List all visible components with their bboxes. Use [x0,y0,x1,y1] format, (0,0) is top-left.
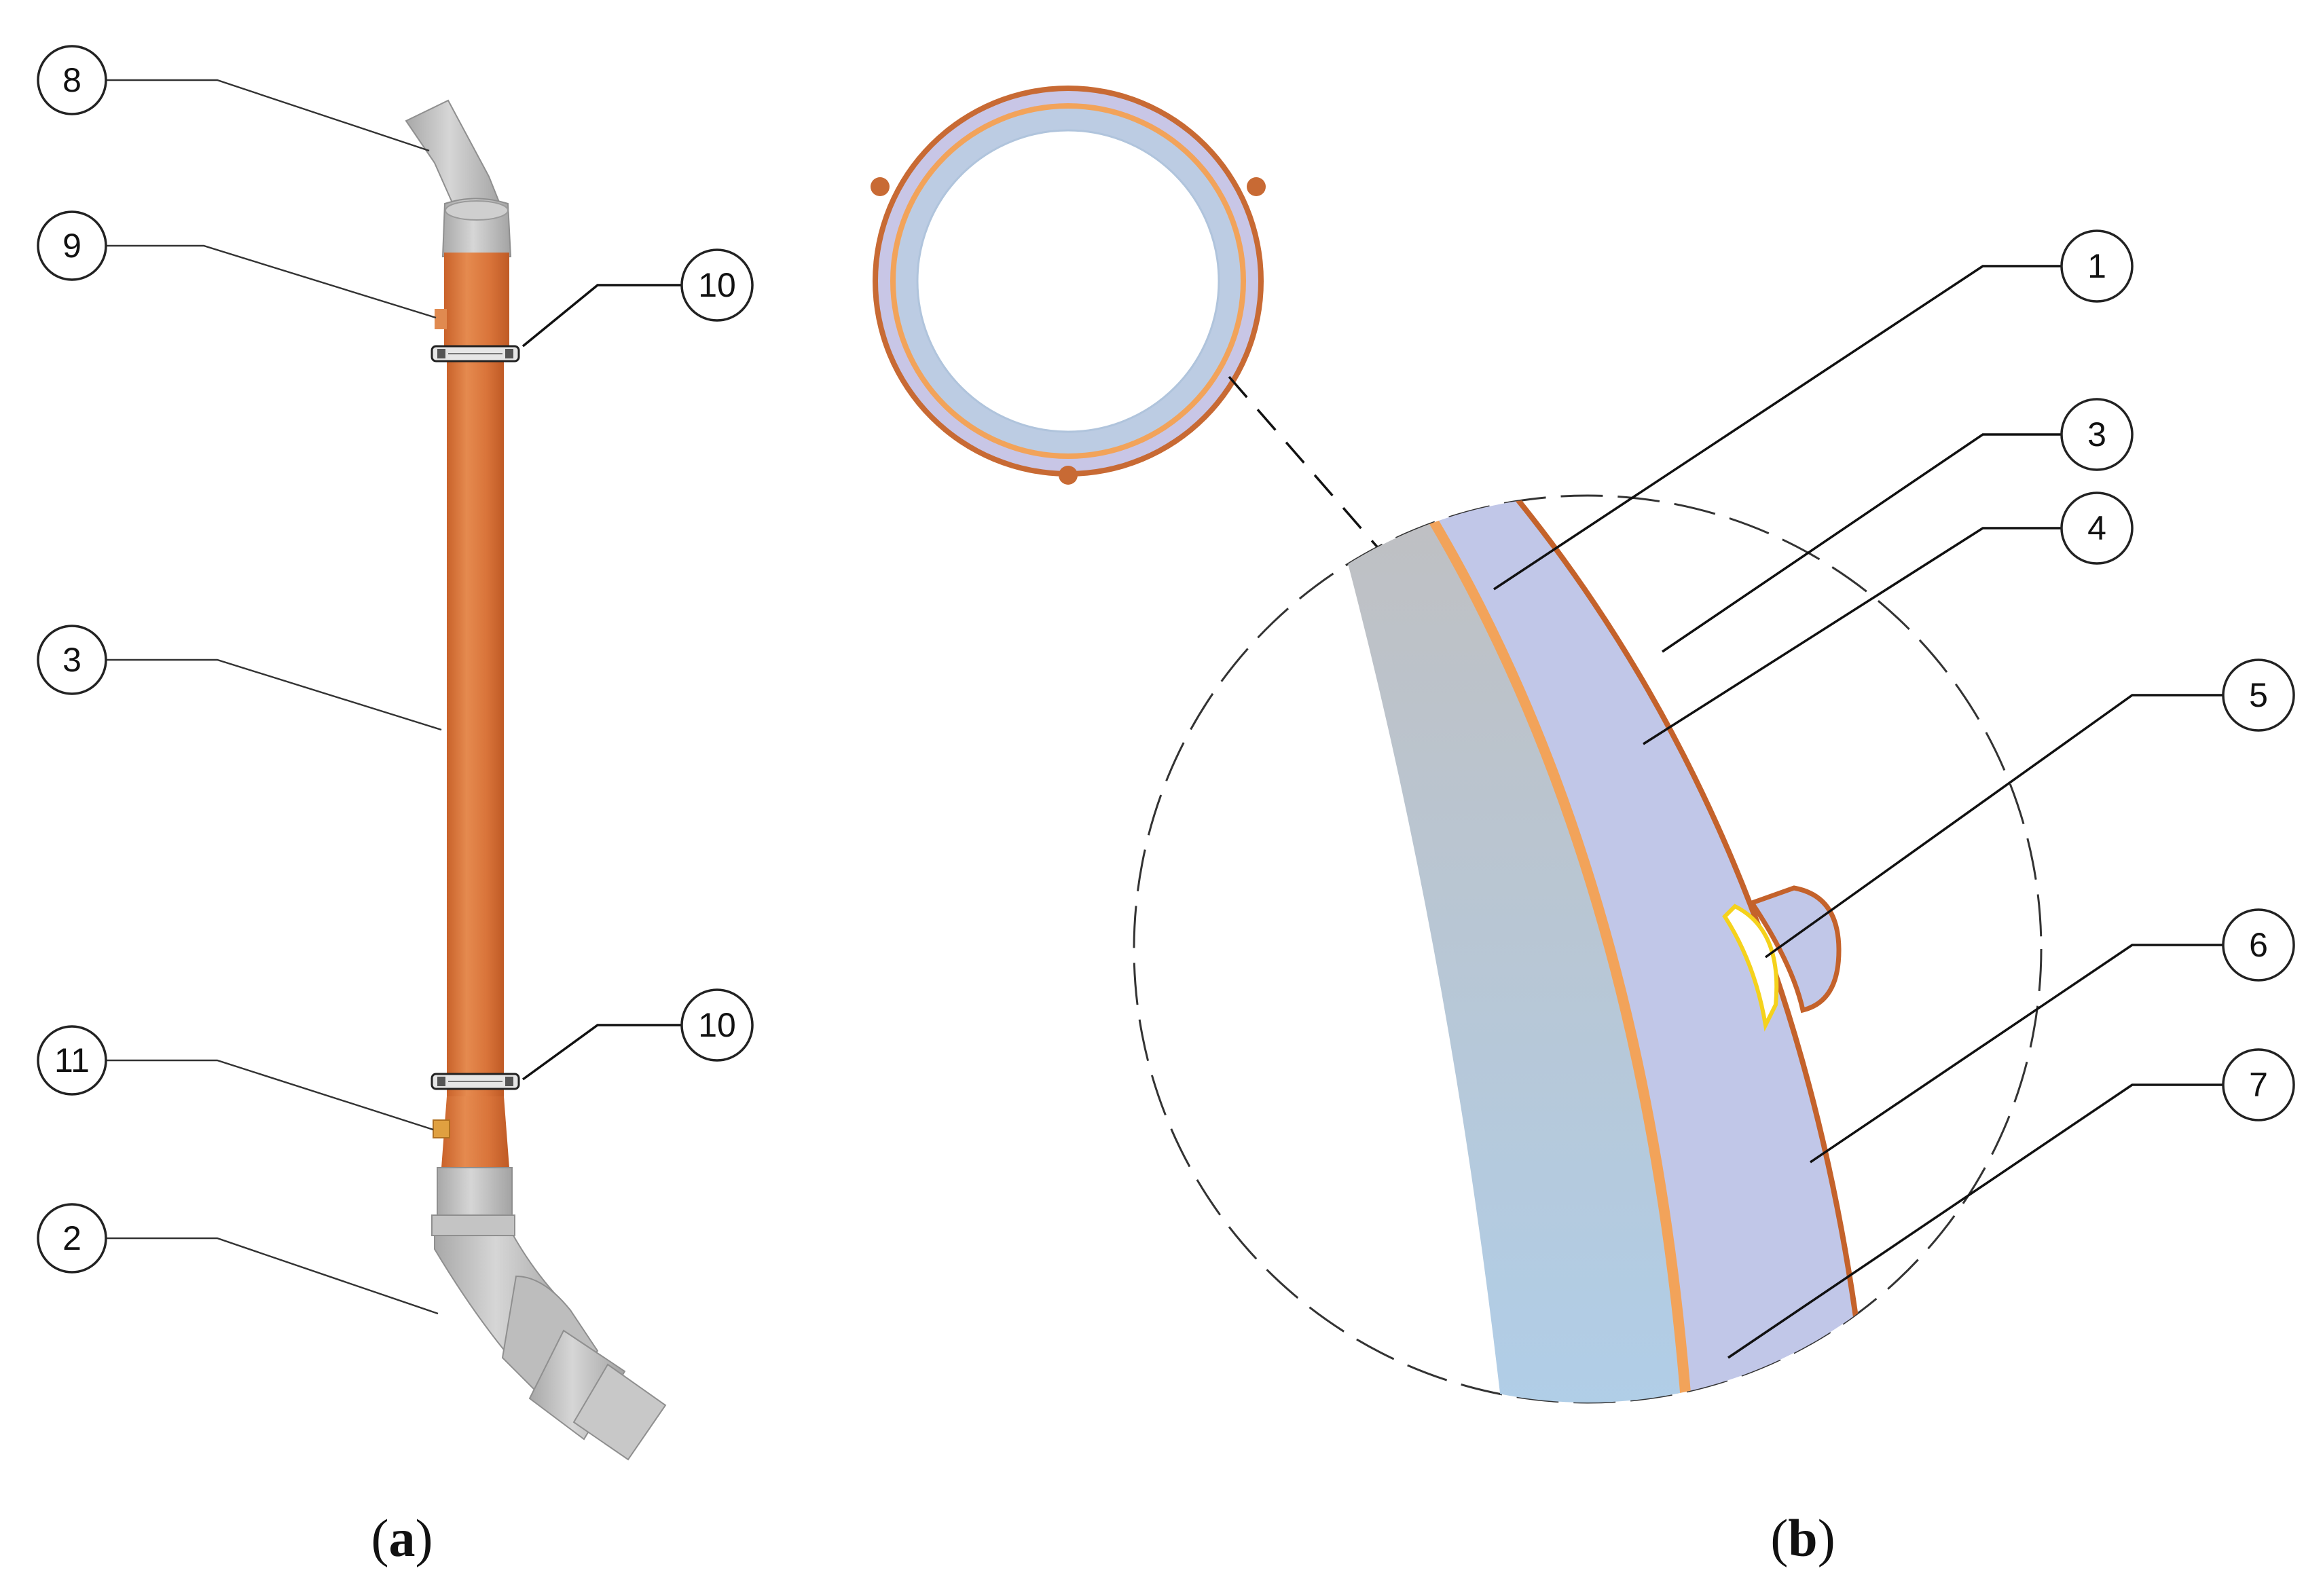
leader-1 [1493,265,2062,591]
top-elbow-fitting [405,99,512,257]
callout-5: 5 [2222,658,2295,732]
svg-text:7: 7 [2249,1066,2268,1104]
leader-6 [1810,944,2223,1164]
svg-text:9: 9 [62,227,81,265]
svg-text:3: 3 [62,641,81,679]
svg-text:3: 3 [2087,415,2106,453]
leader-8 [106,79,430,152]
panel-label-b: (b) [1770,1508,1835,1567]
leader-10-bottom [522,1024,682,1081]
small-brass-fitting [433,1119,450,1138]
svg-text:8: 8 [62,61,81,99]
zoomed-layer-stack [1348,496,1877,1403]
leader-3-b [1662,433,2062,653]
panel-b-cross-section [871,86,2223,1404]
svg-text:4: 4 [2087,509,2106,547]
leader-4 [1643,527,2062,745]
leader-3-a [106,658,442,731]
leader-5 [1764,694,2223,959]
main-pipe-segment [441,253,509,1168]
callouts-panel-b: 1 3 4 5 6 7 [2060,229,2295,1121]
callout-1: 1 [2060,229,2134,303]
callout-7: 7 [2222,1048,2295,1121]
panel-a-pipe-assembly [106,79,682,1461]
leader-11 [106,1059,434,1131]
callout-6: 6 [2222,908,2295,982]
callouts-panel-a: 8 9 10 3 10 11 2 [37,45,754,1274]
leader-9 [106,244,437,319]
svg-text:5: 5 [2249,676,2268,714]
callout-4: 4 [2060,491,2134,565]
branch-stub [435,309,447,329]
pipe-clamp-bottom [431,1073,520,1090]
callout-2: 2 [37,1203,107,1274]
svg-text:1: 1 [2087,247,2106,285]
callout-10-top: 10 [680,248,754,322]
leader-10-top [522,284,682,348]
svg-text:11: 11 [54,1041,90,1079]
svg-text:6: 6 [2249,926,2268,964]
callout-8: 8 [37,45,107,115]
zoom-connector-line [1228,375,1381,551]
callout-3-a: 3 [37,625,107,695]
callout-11: 11 [37,1025,107,1096]
svg-text:10: 10 [698,1006,736,1044]
pipe-clamp-top [431,345,520,363]
panel-label-a: (a) [371,1508,433,1567]
leader-2 [106,1237,439,1315]
pipe-cross-section-ring [871,86,1266,485]
svg-text:10: 10 [698,266,736,304]
svg-text:2: 2 [62,1219,81,1257]
callout-3-b: 3 [2060,398,2134,471]
callout-10-bottom: 10 [680,988,754,1062]
callout-9: 9 [37,210,107,281]
bottom-elbow-fitting [431,1167,667,1461]
leader-7 [1727,1083,2223,1359]
